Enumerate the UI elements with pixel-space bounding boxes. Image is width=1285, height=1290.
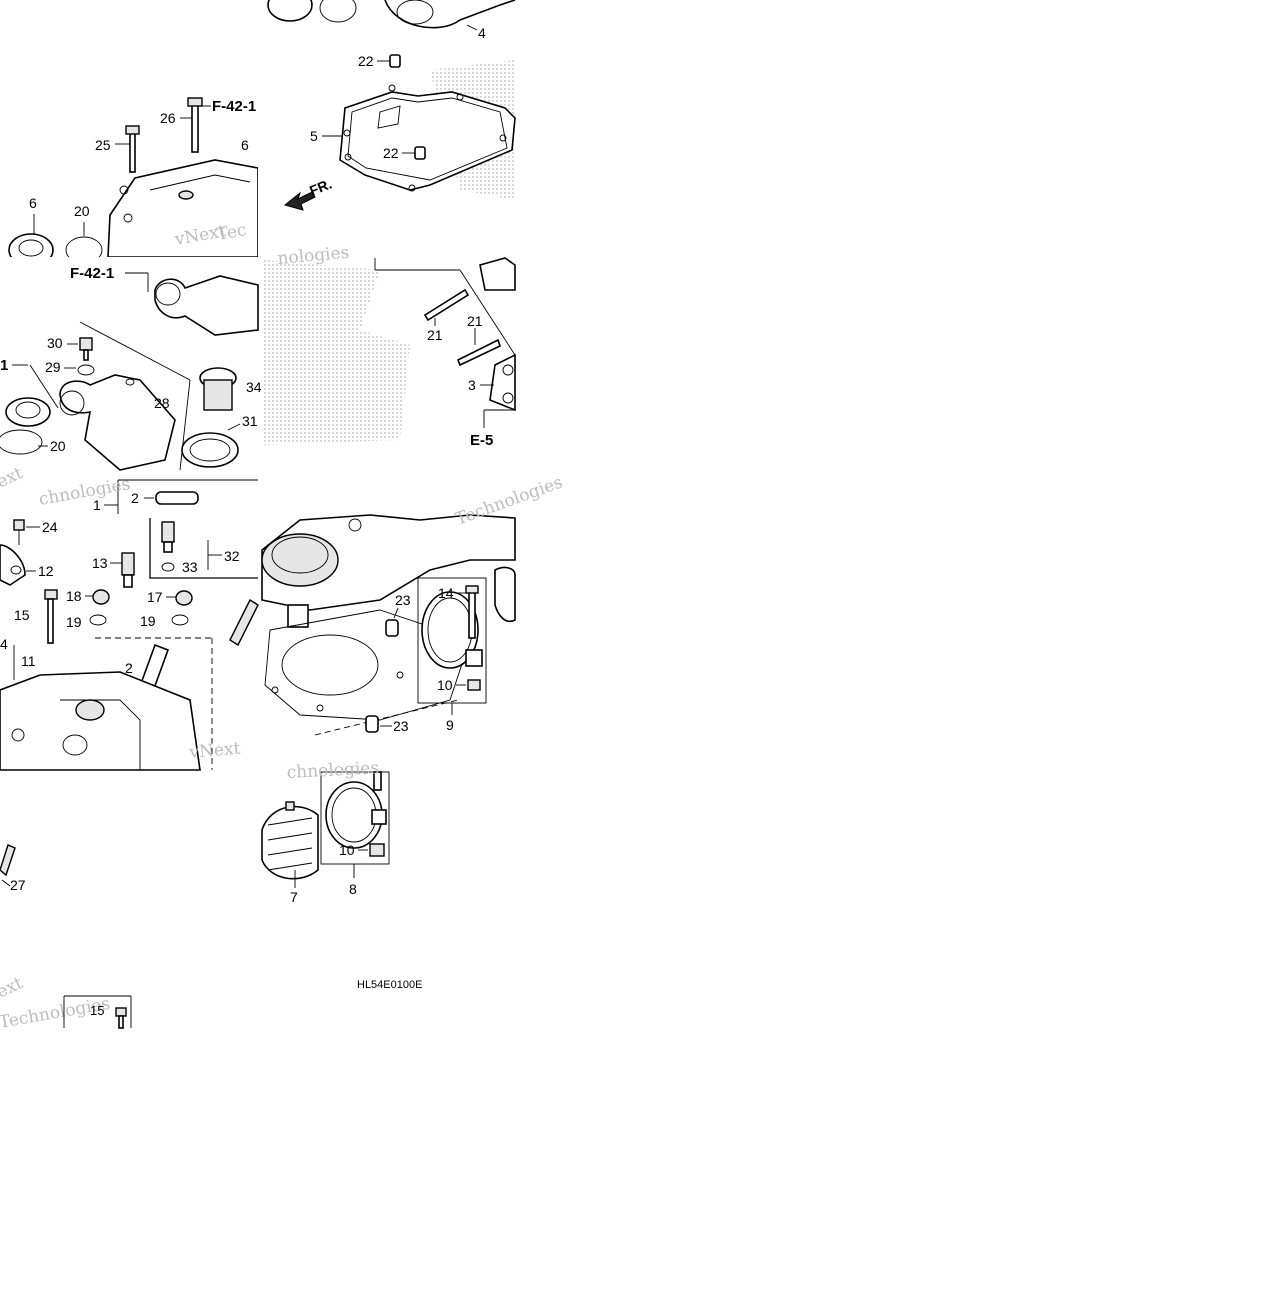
callout-12: 12 <box>38 563 54 579</box>
callout-4-lower: 4 <box>0 636 8 652</box>
callout-25: 25 <box>95 137 111 153</box>
callout-22-upper: 22 <box>358 53 374 69</box>
callout-27: 27 <box>10 877 26 893</box>
callout-15-upper: 15 <box>14 607 30 623</box>
tile-thermostat: F-42-1 30 29 28 34 31 1 20 <box>0 265 262 514</box>
callout-20-top: 20 <box>74 203 90 219</box>
ref-f42-mid: F-42-1 <box>70 265 114 282</box>
tile-intake: 7 10 8 chnologies <box>261 758 390 905</box>
watermark-9: ext <box>0 973 26 1002</box>
ref-e5: E-5 <box>470 432 493 449</box>
watermark-8: chnologies <box>286 758 379 783</box>
callout-6-right: 6 <box>241 137 249 153</box>
watermark-3: ext <box>0 463 26 492</box>
callout-29: 29 <box>45 359 61 375</box>
callout-26: 26 <box>160 110 176 126</box>
callout-10-upper: 10 <box>437 677 453 693</box>
callout-32: 32 <box>224 548 240 564</box>
callout-17: 17 <box>147 589 163 605</box>
front-label: FR. <box>307 175 334 198</box>
callout-5: 5 <box>310 128 318 144</box>
callout-28: 28 <box>154 395 170 411</box>
ref-f42-top: F-42-1 <box>212 98 256 115</box>
ref-f42-left: 1 <box>0 357 8 374</box>
callout-31: 31 <box>242 413 258 429</box>
callout-9: 9 <box>446 717 454 733</box>
callout-22-lower: 22 <box>383 145 399 161</box>
callout-20-mid: 20 <box>50 438 66 454</box>
wing-logo-shading-mid <box>262 260 410 445</box>
callout-21-left: 21 <box>427 327 443 343</box>
callout-19-right: 19 <box>140 613 156 629</box>
callout-24: 24 <box>42 519 58 535</box>
callout-11: 11 <box>21 653 36 669</box>
callout-7: 7 <box>290 889 298 905</box>
callout-18: 18 <box>66 588 82 604</box>
callout-15-lower: 15 <box>90 1003 104 1018</box>
callout-2-upper: 2 <box>131 490 139 506</box>
callout-4: 4 <box>478 25 486 41</box>
diagram-code: HL54E0100E <box>357 979 422 991</box>
callout-23-lower: 23 <box>393 718 409 734</box>
callout-30: 30 <box>47 335 63 351</box>
callout-34: 34 <box>246 379 262 395</box>
callout-10-lower: 10 <box>339 842 355 858</box>
callout-13: 13 <box>92 555 108 571</box>
callout-1: 1 <box>93 497 101 513</box>
callout-19-left: 19 <box>66 614 82 630</box>
callout-2-lower: 2 <box>125 660 133 676</box>
watermark-5: nologies <box>277 243 350 269</box>
tile-cylinder: 23 23 14 10 9 Technologies <box>261 472 565 736</box>
callout-33: 33 <box>182 559 198 575</box>
watermark-6: vNext <box>188 739 242 763</box>
callout-3: 3 <box>468 377 476 393</box>
tile-gasket: 4 22 22 5 FR. <box>267 0 516 211</box>
callout-8: 8 <box>349 881 357 897</box>
tile-head-cover: 26 25 F-42-1 6 6 20 vNext Tec <box>8 97 258 257</box>
callout-14: 14 <box>438 585 454 601</box>
tile-spark-plug: 27 ext Technologies 15 <box>0 844 132 1033</box>
callout-23-upper: 23 <box>395 592 411 608</box>
callout-21-right: 21 <box>467 313 483 329</box>
callout-6-left: 6 <box>29 195 37 211</box>
tile-cylinder-head: 24 12 13 33 32 18 17 19 19 15 4 <box>0 518 259 771</box>
front-arrow-icon <box>283 191 316 211</box>
